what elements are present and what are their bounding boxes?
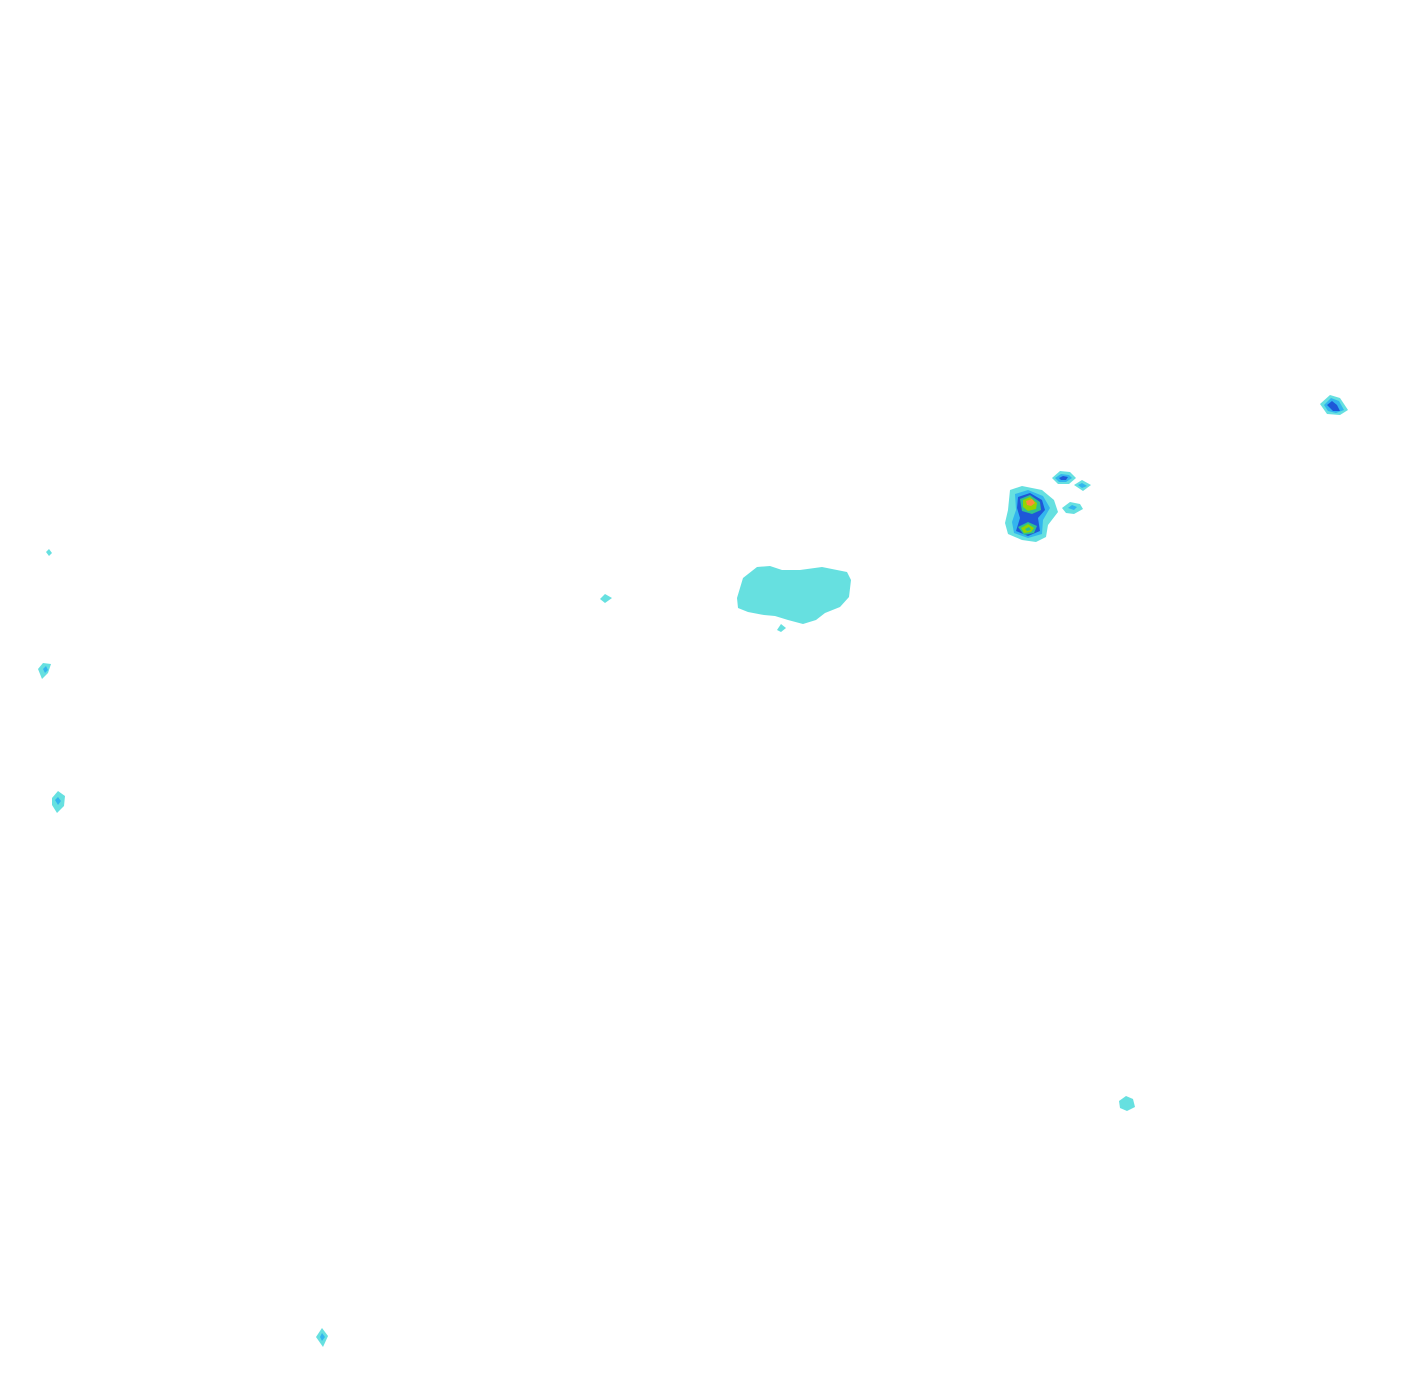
contour-level-1 bbox=[46, 549, 52, 556]
contour-level-1 bbox=[777, 624, 786, 632]
contour-level-3 bbox=[1059, 476, 1068, 480]
northeast-multi-peak-cluster bbox=[1005, 486, 1058, 542]
western-small-patches bbox=[38, 549, 612, 813]
contour-level-1 bbox=[600, 594, 612, 603]
contour-level-2 bbox=[1068, 505, 1077, 510]
contour-level-2 bbox=[320, 1333, 325, 1341]
contour-level-1 bbox=[1119, 1096, 1135, 1111]
southeast-small-patch bbox=[1119, 1096, 1135, 1111]
large-central-patch bbox=[737, 566, 851, 632]
south-small-patch bbox=[316, 1328, 328, 1347]
contour-level-3 bbox=[1327, 401, 1340, 411]
contour-level-2 bbox=[1078, 483, 1087, 488]
contour-level-2 bbox=[55, 797, 61, 805]
northeast-satellite-patches bbox=[1052, 471, 1091, 514]
contour-level-1 bbox=[737, 566, 851, 624]
contour-level-6 bbox=[1026, 499, 1035, 506]
contour-level-2 bbox=[43, 666, 48, 673]
contour-level-4 bbox=[1025, 527, 1031, 531]
far-east-patch bbox=[1320, 395, 1348, 415]
